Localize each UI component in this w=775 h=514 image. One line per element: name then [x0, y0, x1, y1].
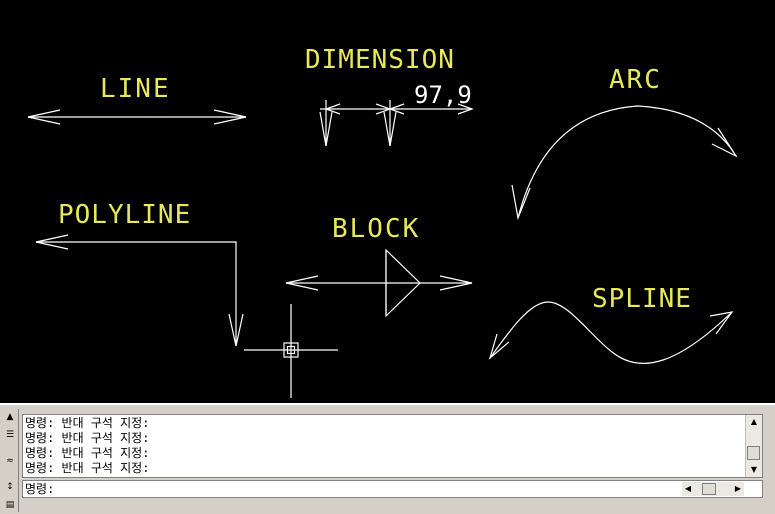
history-line: 명령: 반대 구석 지정:: [25, 461, 150, 475]
history-line: 명령: 반대 구석 지정:: [25, 416, 150, 430]
arc-label: ARC: [609, 65, 662, 95]
dimension-label: DIMENSION: [305, 45, 455, 75]
horizontal-scroll-thumb[interactable]: [702, 483, 716, 495]
scroll-thumb[interactable]: [747, 446, 760, 460]
drawing-canvas[interactable]: LINE DIMENSION 97,9 ARC POLYLINE BLOCK S…: [0, 0, 775, 403]
command-history[interactable]: 명령: 반대 구석 지정: 명령: 반대 구석 지정: 명령: 반대 구석 지정…: [22, 414, 763, 478]
line-label: LINE: [100, 74, 171, 104]
block-label: BLOCK: [332, 214, 420, 244]
history-lines: 명령: 반대 구석 지정: 명령: 반대 구석 지정: 명령: 반대 구석 지정…: [25, 416, 149, 476]
spline-entity[interactable]: [488, 301, 734, 365]
scroll-left-icon[interactable]: ◀: [684, 484, 692, 493]
command-line[interactable]: 명령: ◀ ▶: [22, 480, 763, 498]
spline-label: SPLINE: [592, 284, 692, 314]
block-entity[interactable]: [285, 248, 473, 318]
polyline-label: POLYLINE: [58, 200, 191, 230]
scroll-right-icon[interactable]: ▶: [734, 484, 742, 493]
scroll-down-icon[interactable]: ▼: [750, 465, 758, 474]
list-icon[interactable]: ▤: [5, 500, 15, 510]
history-line: 명령: 반대 구석 지정:: [25, 446, 150, 460]
dimension-entity[interactable]: [319, 100, 474, 147]
command-line-scrollbar[interactable]: ◀ ▶: [682, 482, 744, 496]
properties-icon[interactable]: ☰: [5, 430, 15, 440]
command-window-toolbar: ▲ ☰ ≈ ↕ ▤: [2, 409, 19, 512]
scroll-up-icon[interactable]: ▲: [750, 417, 758, 426]
line-entity[interactable]: [27, 109, 247, 125]
dimension-value: 97,9: [414, 81, 472, 109]
history-line: 명령: 반대 구석 지정:: [25, 431, 150, 445]
scroll-arrows-icon[interactable]: ↕: [6, 482, 14, 492]
drawing-svg[interactable]: LINE DIMENSION 97,9 ARC POLYLINE BLOCK S…: [0, 0, 775, 403]
command-input[interactable]: [63, 482, 663, 496]
history-scrollbar[interactable]: ▲ ▼: [745, 415, 762, 477]
pin-icon[interactable]: ▲: [6, 412, 14, 422]
polyline-entity[interactable]: [35, 234, 244, 347]
command-window[interactable]: ▲ ☰ ≈ ↕ ▤ 명령: 반대 구석 지정: 명령: 반대 구석 지정: 명령…: [0, 403, 775, 514]
command-prompt: 명령:: [25, 482, 55, 496]
crosshair-cursor: [244, 304, 338, 398]
ucs-icon[interactable]: ≈: [6, 456, 14, 466]
arc-entity[interactable]: [511, 105, 738, 221]
